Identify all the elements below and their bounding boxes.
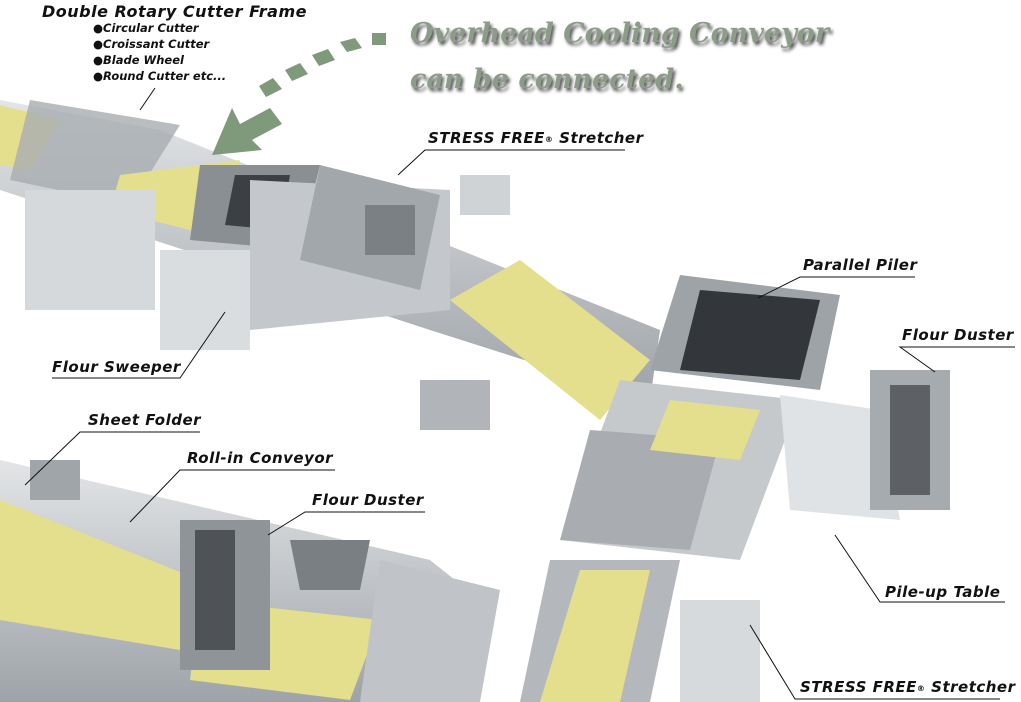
label-sheet-folder: Sheet Folder bbox=[88, 411, 202, 429]
option-round-cutter: Round Cutter etc... bbox=[93, 69, 226, 83]
label-suffix: Stretcher bbox=[553, 129, 644, 147]
label-suffix: Stretcher bbox=[925, 678, 1016, 696]
option-circular-cutter: Circular Cutter bbox=[93, 21, 199, 35]
cutter-frame-title: Double Rotary Cutter Frame bbox=[42, 2, 307, 21]
option-croissant-cutter: Croissant Cutter bbox=[93, 37, 209, 51]
label-parallel-piler: Parallel Piler bbox=[803, 256, 918, 274]
label-stretcher-top: STRESS FREE® Stretcher bbox=[428, 129, 644, 147]
label-flour-duster-right: Flour Duster bbox=[902, 326, 1014, 344]
dashed-arrow-icon bbox=[212, 33, 386, 155]
brand-name: STRESS FREE bbox=[428, 129, 545, 147]
option-label: Circular Cutter bbox=[103, 21, 199, 35]
option-blade-wheel: Blade Wheel bbox=[93, 53, 184, 67]
label-flour-duster-left: Flour Duster bbox=[312, 491, 424, 509]
callout-line-2: can be connected. bbox=[410, 64, 684, 95]
brand-name: STRESS FREE bbox=[800, 678, 917, 696]
registered-mark: ® bbox=[544, 135, 554, 144]
label-roll-in-conveyor: Roll-in Conveyor bbox=[187, 449, 334, 467]
label-flour-sweeper: Flour Sweeper bbox=[52, 358, 181, 376]
label-pile-up-table: Pile-up Table bbox=[885, 583, 1001, 601]
callout-line-1: Overhead Cooling Conveyor bbox=[410, 18, 830, 49]
registered-mark: ® bbox=[916, 684, 926, 693]
option-label: Blade Wheel bbox=[103, 53, 184, 67]
option-label: Croissant Cutter bbox=[103, 37, 210, 51]
label-stretcher-bottom: STRESS FREE® Stretcher bbox=[800, 678, 1016, 696]
option-label: Round Cutter etc... bbox=[103, 69, 227, 83]
